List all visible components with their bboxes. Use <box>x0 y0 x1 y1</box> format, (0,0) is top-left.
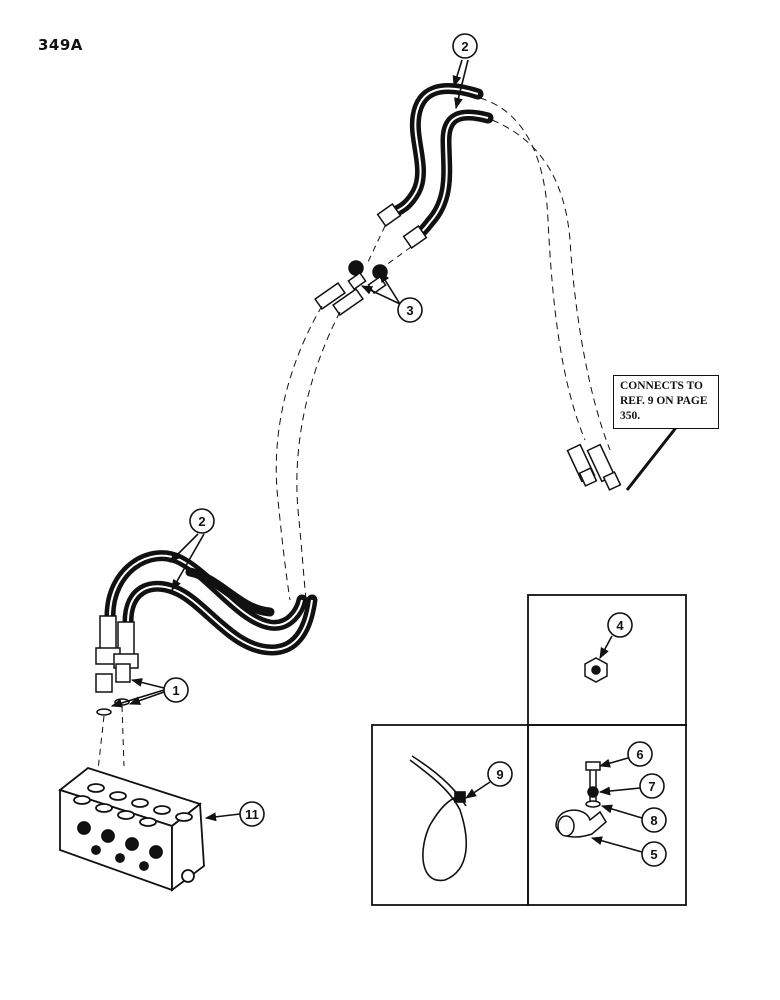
callout-4-label: 4 <box>616 618 624 633</box>
adapter-fitting-icon <box>314 260 388 316</box>
upper-hose-pair-icon <box>386 83 494 242</box>
callout-6-label: 6 <box>636 747 643 762</box>
callout-3: 3 <box>360 271 423 323</box>
callout-11: 11 <box>204 801 265 827</box>
callout-2-top-label: 2 <box>461 39 468 54</box>
callout-3-label: 3 <box>406 303 413 318</box>
routing-line-valve <box>97 705 125 771</box>
routing-line-right <box>479 97 611 451</box>
callout-2-top: 2 <box>452 33 478 110</box>
callout-7: 7 <box>598 773 665 799</box>
page-number: 349A <box>38 36 83 54</box>
note-line-2: REF. 9 ON PAGE <box>620 395 708 407</box>
lower-hose-pair-icon <box>104 550 318 656</box>
callout-5: 5 <box>590 836 667 867</box>
callout-6: 6 <box>598 741 653 768</box>
callout-8-label: 8 <box>650 813 657 828</box>
callout-7-label: 7 <box>648 779 655 794</box>
callout-9-label: 9 <box>496 767 503 782</box>
callout-11-label: 11 <box>245 807 259 822</box>
connector-fitting-icon <box>95 663 131 716</box>
routing-line <box>367 225 412 269</box>
right-hose-end-icon <box>566 443 622 491</box>
callout-9: 9 <box>465 761 513 799</box>
note-pointer <box>625 419 684 491</box>
cable-tie-icon <box>409 755 468 882</box>
callout-2-bottom: 2 <box>169 508 215 591</box>
routing-line-left <box>275 305 341 601</box>
upper-hose-fitting-icon <box>376 203 428 249</box>
valve-block-icon <box>58 766 205 892</box>
note-line-1: CONNECTS TO <box>620 380 703 392</box>
callout-2-bottom-label: 2 <box>198 514 205 529</box>
parts-kit-frame <box>371 594 687 906</box>
plug-icon <box>584 657 608 683</box>
callout-4: 4 <box>599 612 633 659</box>
callout-1: 1 <box>110 677 189 708</box>
clamp-icon <box>555 761 607 838</box>
callout-8: 8 <box>600 804 667 833</box>
note-line-3: 350. <box>620 410 641 422</box>
connects-to-note: CONNECTS TO REF. 9 ON PAGE 350. <box>613 375 719 429</box>
lower-hose-fitting-icon <box>95 615 139 669</box>
callout-1-label: 1 <box>172 683 179 698</box>
callout-5-label: 5 <box>650 847 657 862</box>
